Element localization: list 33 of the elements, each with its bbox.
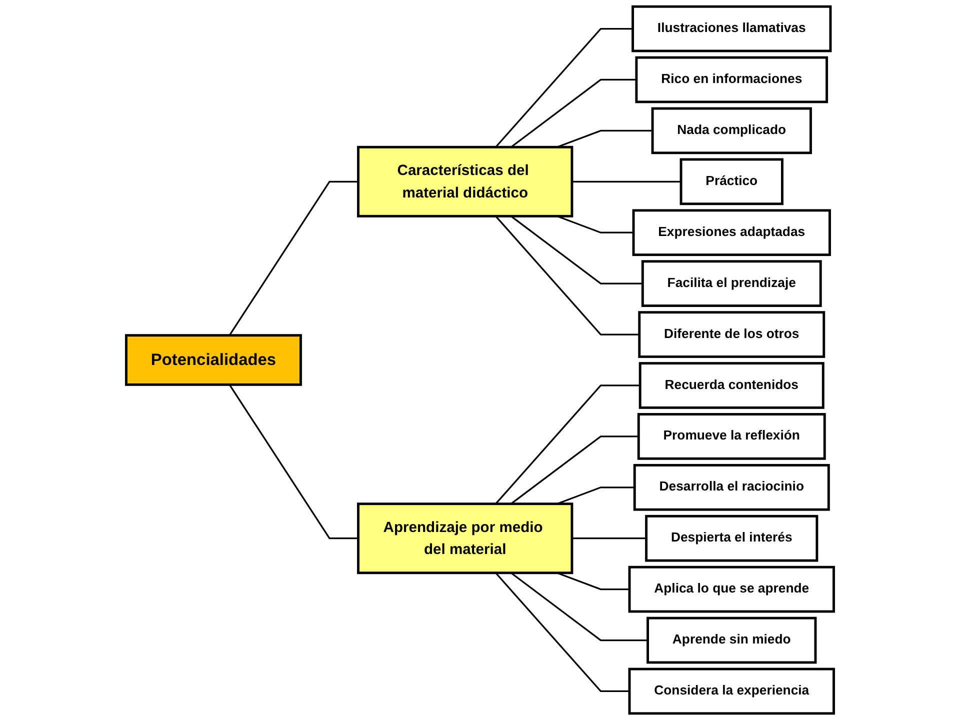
connector [556,215,634,234]
node-box: Aprende sin miedo [646,616,817,664]
node-box: Expresiones adaptadas [632,209,831,256]
node-box: Ilustraciones llamativas [632,5,832,52]
node-box: Recuerda contenidos [638,362,824,409]
connector [510,572,648,642]
node-box: Potencialidades [125,334,302,386]
node-box: Facilita el prendizaje [641,260,822,307]
connector [556,486,635,505]
connector [572,180,682,182]
connector [510,436,639,504]
connector [556,130,653,148]
connector [495,28,633,148]
node-box: Desarrolla el raciocinio [633,464,830,511]
node-box: Características del material didáctico [357,146,574,218]
connector [495,572,630,692]
connector [495,384,640,504]
connector [228,384,358,540]
connector [495,216,640,336]
connector [572,538,646,540]
node-box: Rico en informaciones [635,56,828,104]
node-box: Aprendizaje por medio del material [357,502,574,574]
node-box: Promueve la reflexión [637,413,826,460]
connector [510,78,636,148]
node-box: Despierta el interés [645,514,818,562]
connector [228,180,358,336]
connector [510,216,643,284]
node-box: Diferente de los otros [638,311,826,358]
node-box: Considera la experiencia [628,668,835,715]
connector [556,572,630,590]
node-box: Práctico [680,158,784,206]
node-box: Nada complicado [651,107,812,154]
node-box: Aplica lo que se aprende [628,566,835,613]
